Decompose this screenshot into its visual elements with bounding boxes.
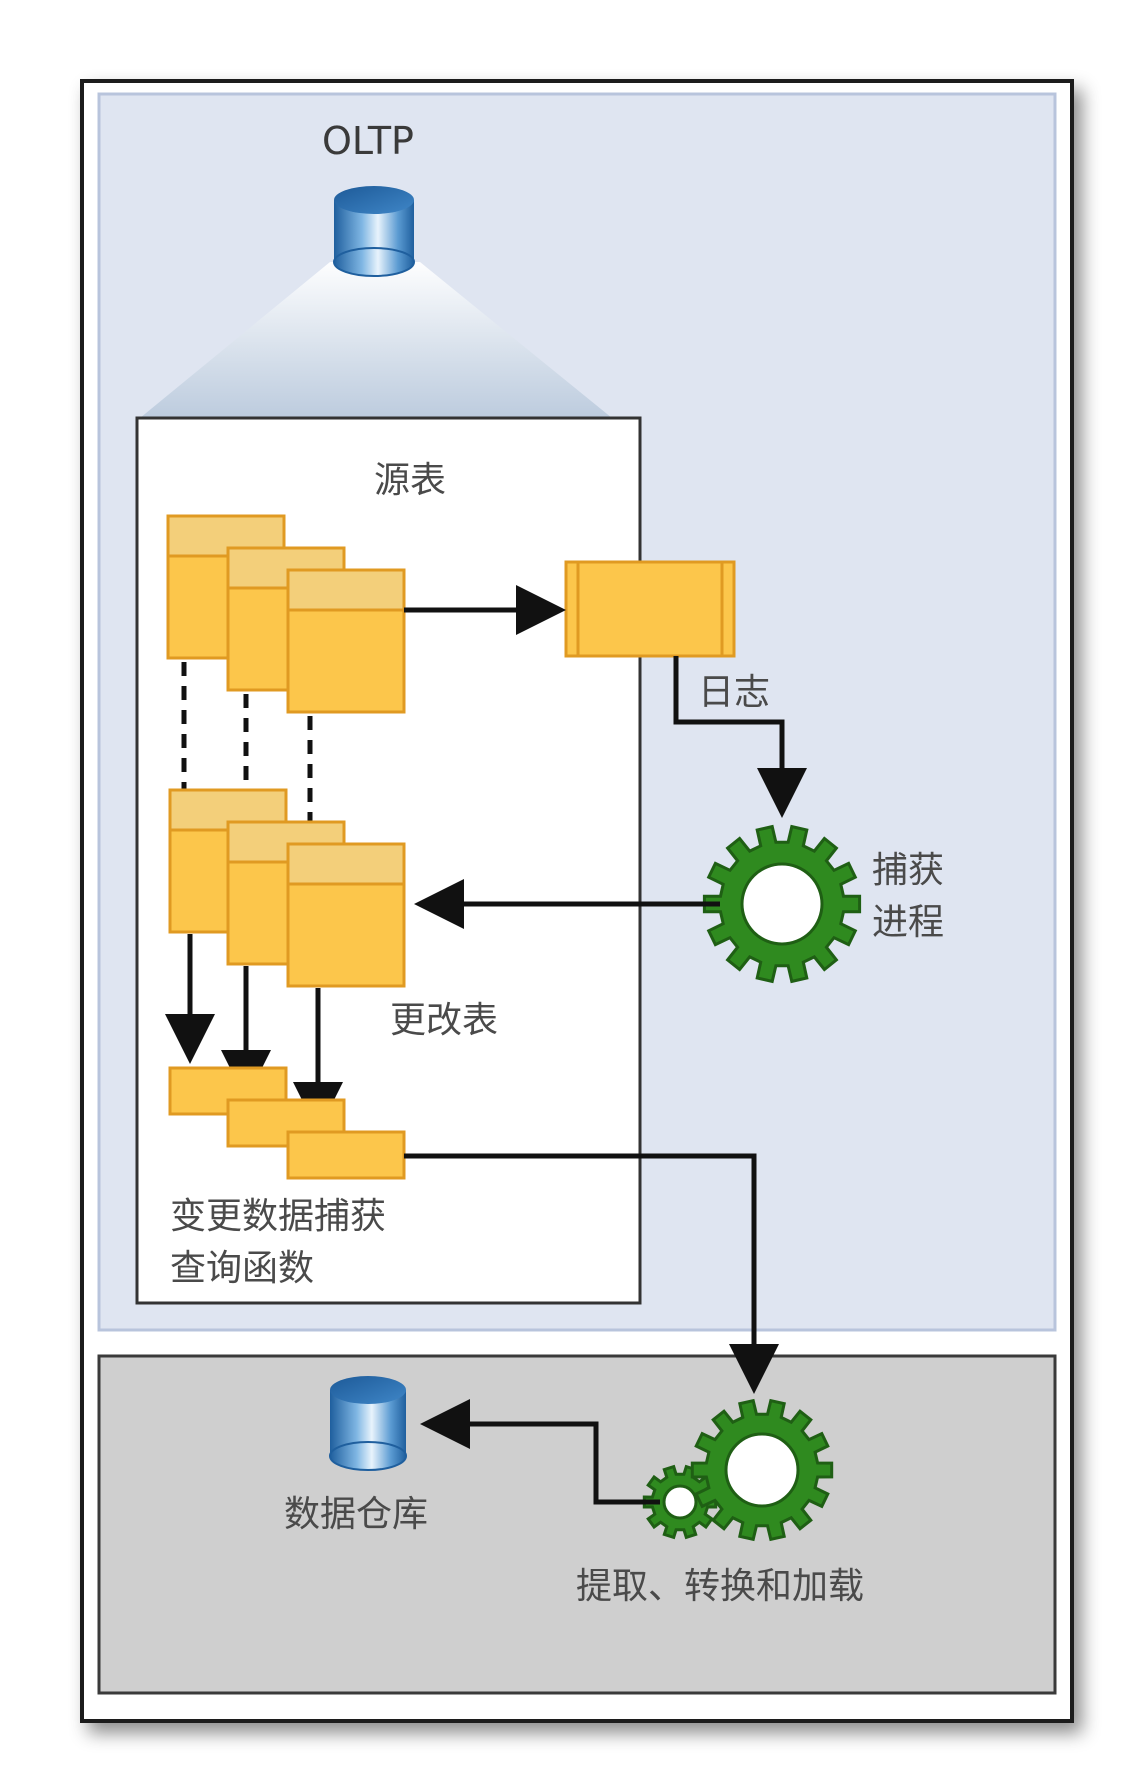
change-table-label: 更改表 [390, 1000, 498, 1041]
warehouse-database-icon [329, 1376, 407, 1471]
etl-to-warehouse-arrow [420, 1399, 660, 1505]
cdc-query-label-line1: 变更数据捕获 [170, 1196, 386, 1237]
oltp-database-icon [333, 186, 415, 277]
cdc-query-label-line2: 查询函数 [170, 1248, 314, 1289]
capture-process-label-line1: 捕获 [872, 850, 944, 891]
source-table-label: 源表 [374, 460, 446, 501]
log-label: 日志 [698, 672, 770, 713]
warehouse-region [97, 1354, 1057, 1695]
capture-process-label-line2: 进程 [872, 902, 944, 943]
oltp-beam [140, 262, 612, 418]
capture-gear-icon [702, 824, 862, 984]
source-table-3 [286, 568, 406, 714]
change-tables [168, 788, 406, 988]
etl-label: 提取、转换和加载 [576, 1566, 864, 1607]
log-to-capture-arrow [673, 656, 807, 818]
source-tables [166, 514, 406, 714]
oltp-label: OLTP [322, 119, 414, 163]
query-to-etl-arrow [404, 1153, 779, 1394]
query-function-3 [286, 1130, 406, 1180]
change-table-3 [286, 842, 406, 988]
data-warehouse-label: 数据仓库 [284, 1494, 428, 1535]
capture-gear [702, 824, 862, 984]
etl-large-gear [690, 1398, 834, 1542]
log-block [564, 560, 736, 658]
etl-gears-icon [642, 1398, 834, 1542]
etl-small-gear [642, 1464, 718, 1540]
